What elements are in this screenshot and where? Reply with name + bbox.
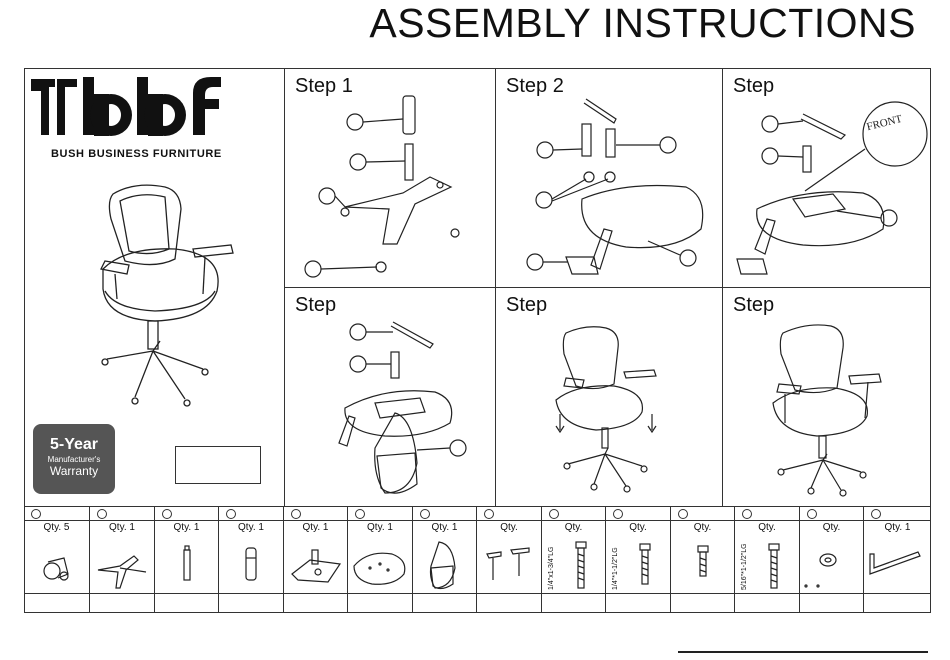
armrest-icon [477,534,542,614]
warranty-badge: 5-Year Manufacturer's Warranty [33,424,115,494]
parts-list: Qty. 5 Qty. 1 Qty. 1 Qty. 1 Qty. 1 Qty. … [24,506,931,613]
part-caster: Qty. 5 [24,506,90,613]
allen-wrench-icon [864,534,931,614]
part-qty: Qty. 1 [219,522,283,533]
base-assembly-illustration [285,69,497,289]
warranty-label: Warranty [33,464,115,478]
finished-chair-illustration [723,288,932,508]
caster-icon [24,534,90,614]
bolt-icon [606,534,671,614]
part-bolt-1: Qty. 1/4"x1-3/4"LG [542,506,606,613]
gas-cylinder-icon [155,534,219,614]
part-qty: Qty. [735,522,799,533]
part-washer: Qty. [800,506,864,613]
step-2-panel: Step 2 [495,68,723,288]
washer-icon [800,534,864,614]
bolt-icon [542,534,606,614]
part-qty: Qty. 1 [155,522,218,533]
part-qty: Qty. 1 [284,522,347,533]
part-qty: Qty. 1 [348,522,412,533]
warranty-years: 5-Year [33,436,115,454]
part-bolt-2: Qty. 1/4"*1-1/2"LG [606,506,671,613]
bolt-icon [671,534,735,614]
base-icon [90,534,155,614]
mechanism-attach-illustration: FRONT [723,69,932,289]
blank-label-box [175,446,261,484]
part-qty: Qty. [477,522,541,533]
part-qty: Qty. 1 [90,522,154,533]
part-qty: Qty. 1 [864,522,931,533]
part-qty: Qty. [606,522,670,533]
seat-to-base-illustration [496,288,724,508]
step-1-panel: Step 1 [284,68,496,288]
back-bracket-icon [413,534,477,614]
step-4-panel: Step [284,287,496,507]
part-qty: Qty. [671,522,734,533]
seat-plate-illustration [496,69,724,289]
front-callout: FRONT [865,113,903,133]
step-5-panel: Step [495,287,723,507]
part-qty: Qty. 5 [24,522,89,533]
part-cylinder-cover: Qty. 1 [219,506,284,613]
part-seat: Qty. 1 [348,506,413,613]
part-armrest: Qty. [477,506,542,613]
part-base: Qty. 1 [90,506,155,613]
part-bolt-3: Qty. [671,506,735,613]
part-qty: Qty. [542,522,605,533]
step-6-panel: Step [722,287,931,507]
mechanism-icon [284,534,348,614]
page-title: ASSEMBLY INSTRUCTIONS [369,0,916,47]
part-mechanism: Qty. 1 [284,506,348,613]
part-gas-cylinder: Qty. 1 [155,506,219,613]
part-back-bracket: Qty. 1 [413,506,477,613]
seat-icon [348,534,413,614]
part-qty: Qty. 1 [413,522,476,533]
step-3-panel: Step FRONT [722,68,931,288]
warranty-manufacturer: Manufacturer's [33,455,115,464]
part-qty: Qty. [800,522,863,533]
backrest-attach-illustration [285,288,497,508]
signature-line [678,651,928,653]
part-allen-wrench: Qty. 1 [864,506,931,613]
bolt-icon [735,534,800,614]
part-bolt-4: Qty. 5/16"*1-1/2"LG [735,506,800,613]
cylinder-cover-icon [219,534,284,614]
